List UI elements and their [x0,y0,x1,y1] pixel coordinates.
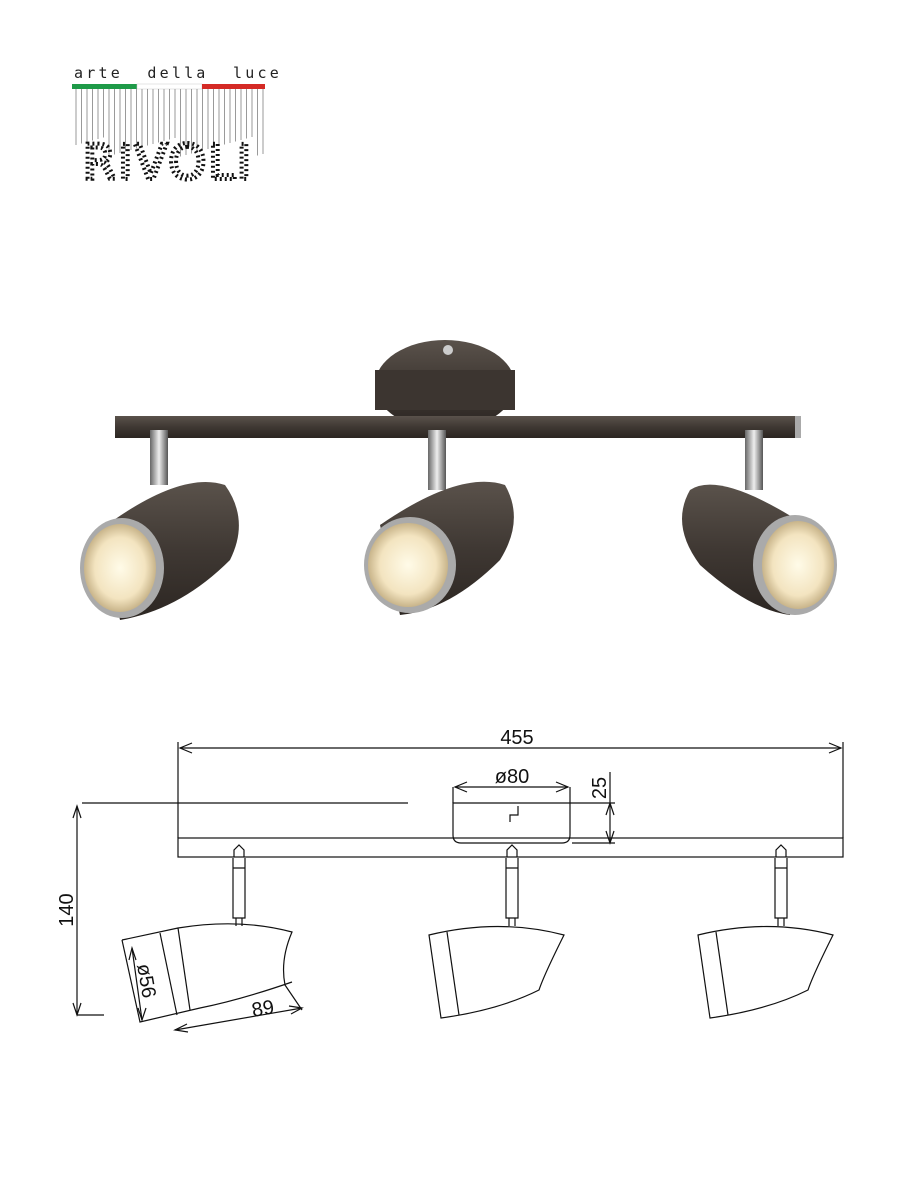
spotlight-left [80,430,239,620]
dim-shade-diameter: ø56 [132,962,160,1000]
dim-shade-length: 89 [250,996,276,1022]
spotlight-right [682,430,837,615]
dim-total-width: 455 [500,727,533,749]
dim-canopy-height: 25 [589,777,611,799]
logo-tagline: arte della luce [74,64,282,82]
logo-graphic: RIVOLI [72,83,265,187]
mounting-bar [115,416,800,438]
technical-drawing [72,742,844,1033]
dim-canopy-diameter: ø80 [495,766,529,788]
brand-logo: arte della luce RIVOLI [72,62,279,187]
product-photo [80,340,837,620]
logo-brand-text: RIVOLI [83,135,253,187]
dim-total-height: 140 [56,893,78,926]
spotlight-center [364,430,514,615]
